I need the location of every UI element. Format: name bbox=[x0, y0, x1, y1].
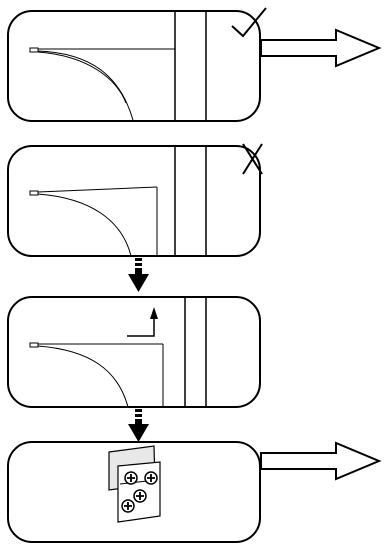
panel-3-curve bbox=[37, 345, 129, 408]
panel-1 bbox=[7, 7, 382, 122]
screw-icon bbox=[124, 471, 138, 485]
panel-2-curve bbox=[37, 193, 132, 257]
screw-icon bbox=[121, 499, 135, 513]
panel-3 bbox=[7, 296, 261, 408]
panel-1-edge-tab bbox=[29, 47, 39, 53]
check-mark-icon bbox=[231, 7, 267, 38]
right-arrow-icon bbox=[260, 441, 382, 481]
screw-icon bbox=[133, 489, 147, 503]
panel-2 bbox=[7, 143, 263, 257]
screw-icon bbox=[144, 471, 158, 485]
step-arrow-head bbox=[150, 307, 158, 319]
down-arrow-icon bbox=[128, 409, 149, 442]
panel-1-frame bbox=[7, 10, 261, 122]
panel-2-frame bbox=[7, 145, 261, 257]
down-arrow-icon bbox=[128, 258, 149, 292]
x-mark-icon bbox=[242, 143, 263, 175]
panel-3-frame bbox=[7, 296, 261, 408]
panel-1-curve-outer bbox=[37, 50, 134, 121]
panel-2-edge-tab bbox=[29, 190, 39, 196]
panel-1-curve-inner bbox=[37, 51, 127, 104]
panel-3-edge-tab bbox=[29, 342, 39, 348]
panel-2-angled-line bbox=[37, 186, 158, 193]
step-arrow-icon bbox=[127, 318, 155, 337]
panel-4 bbox=[7, 441, 382, 543]
right-arrow-icon bbox=[260, 28, 382, 68]
